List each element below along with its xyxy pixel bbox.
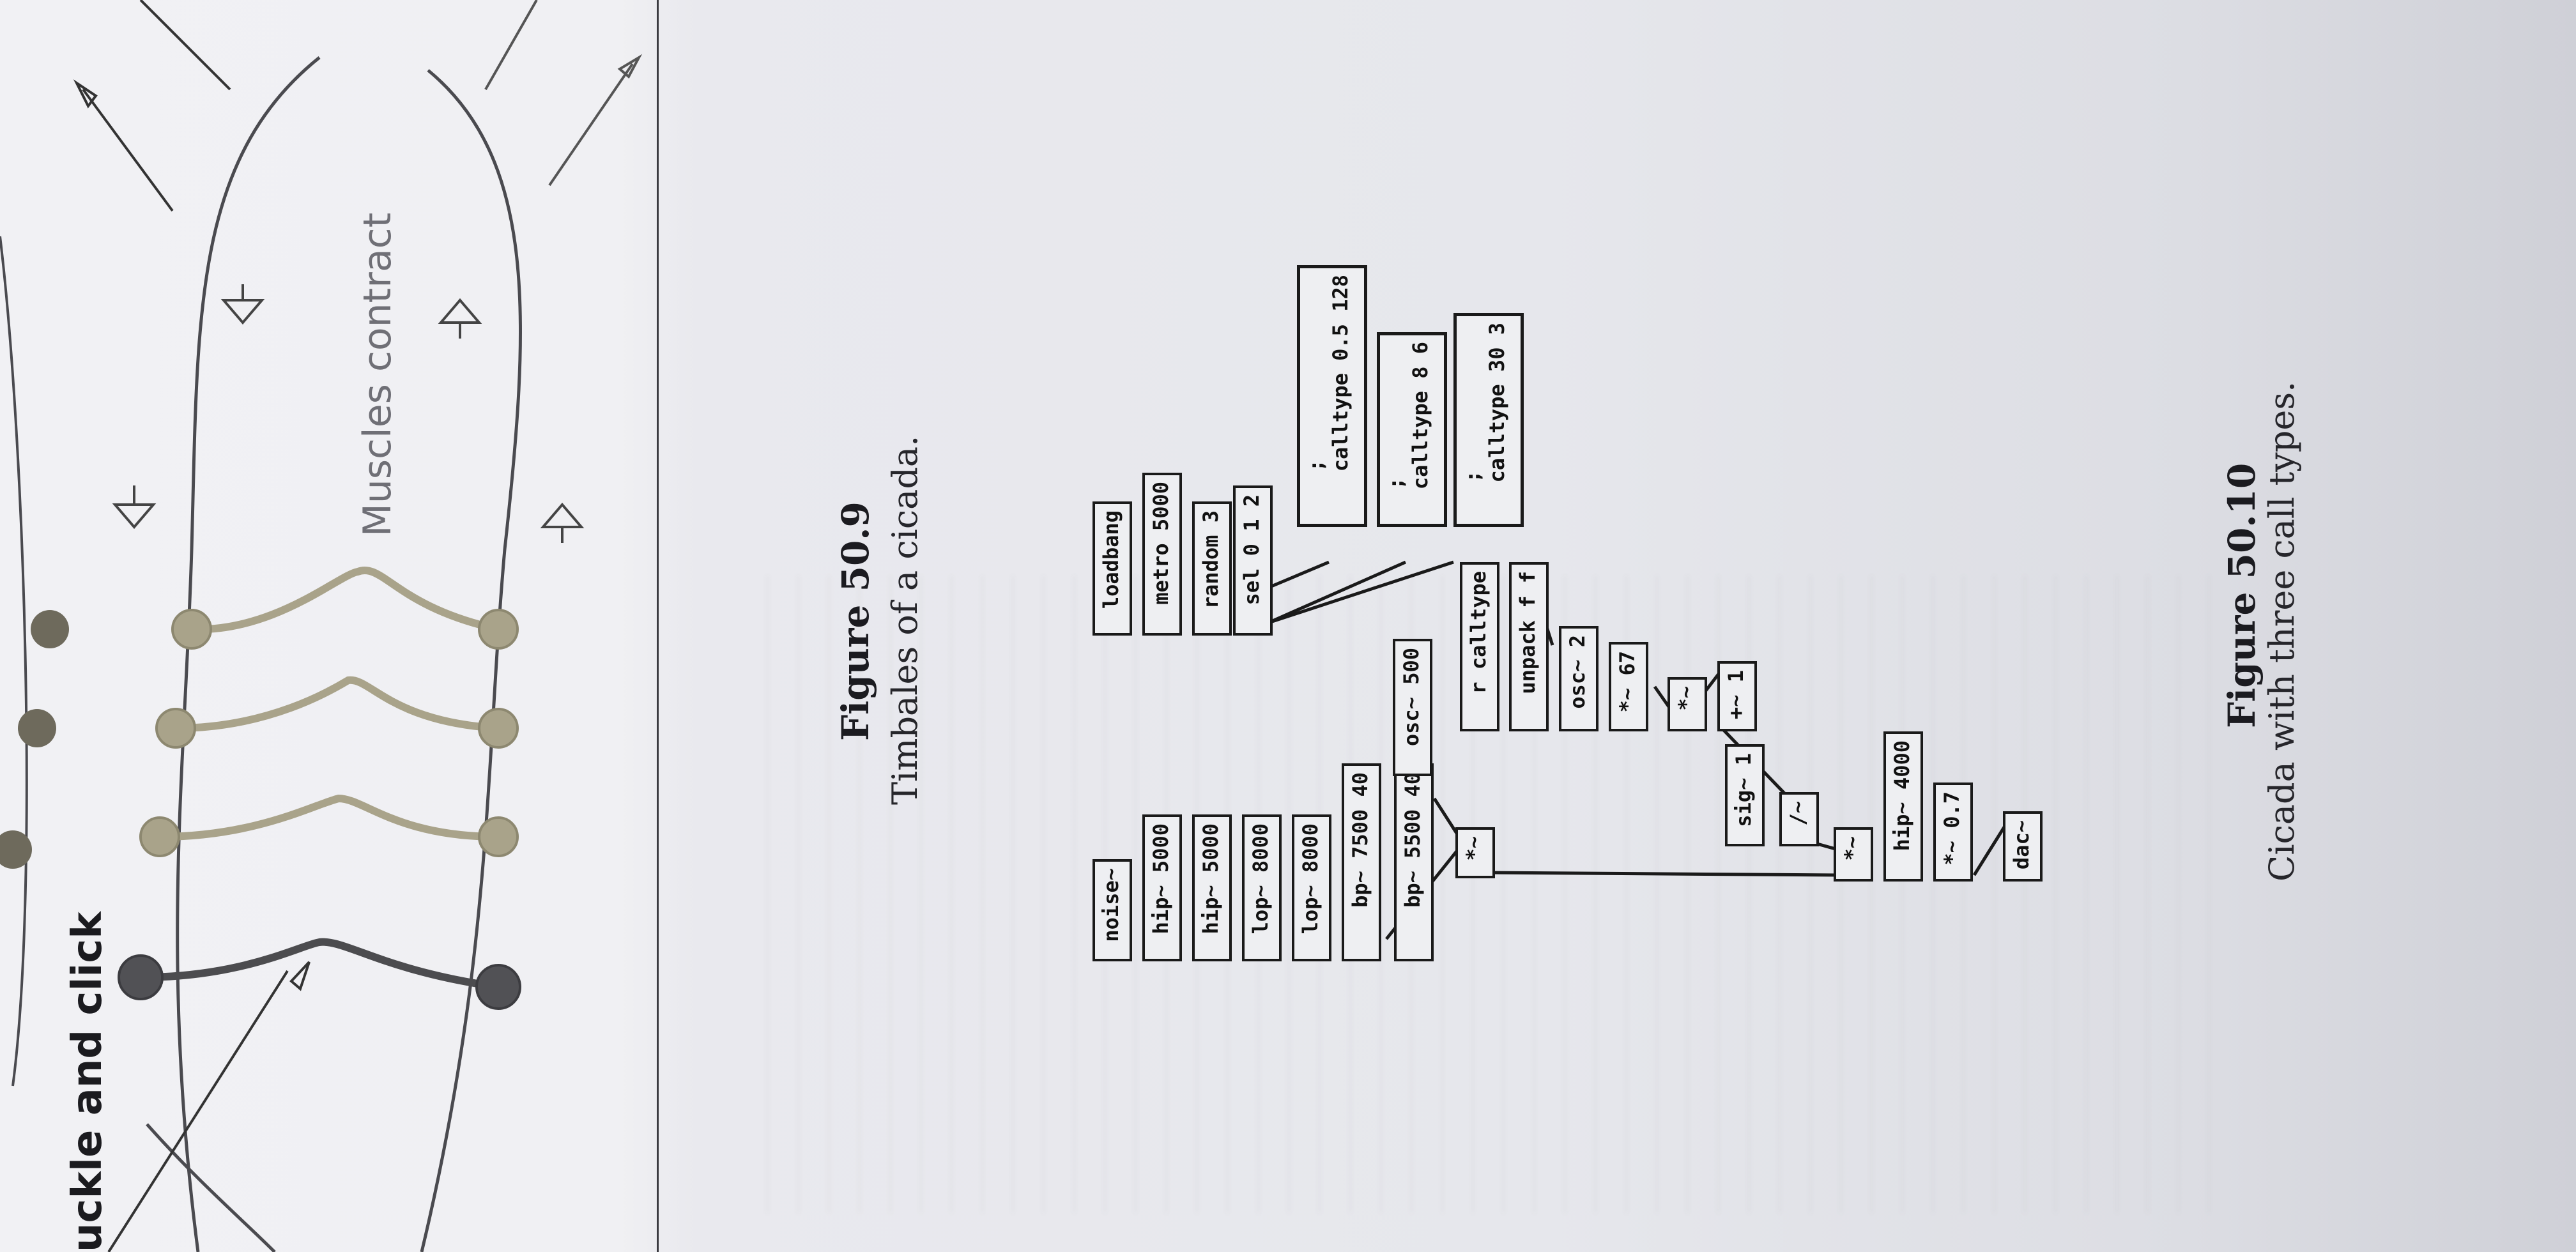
pd-object-multiply-c: *~ [1834, 827, 1873, 882]
pd-object-lop-8000-a: lop~ 8000 [1242, 814, 1282, 961]
pd-object-receive-calltype: r calltype [1460, 562, 1499, 731]
pd-object-metro: metro 5000 [1142, 473, 1182, 636]
pd-object-plus-1: +~ 1 [1717, 661, 1757, 731]
pd-object-lop-8000-b: lop~ 8000 [1292, 814, 1331, 961]
pd-message-calltype-8-6: ; calltype 8 6 [1377, 332, 1447, 527]
reverse-side-bleed [767, 575, 2236, 1214]
pd-object-divide: /~ [1779, 792, 1819, 846]
pd-object-sig-1: sig~ 1 [1725, 744, 1765, 846]
pd-object-hip-5000-b: hip~ 5000 [1192, 814, 1232, 961]
pd-object-unpack: unpack f f [1509, 562, 1549, 731]
page-divider [657, 0, 659, 1252]
pd-object-bp-7500: bp~ 7500 40 [1342, 763, 1381, 961]
pd-object-noise: noise~ [1092, 859, 1132, 961]
pd-object-sel: sel 0 1 2 [1233, 485, 1273, 636]
pd-object-multiply-67: *~ 67 [1609, 642, 1648, 731]
figure-50-10-caption: Cicada with three call types. [2262, 381, 2302, 882]
pd-object-osc-500: osc~ 500 [1393, 639, 1432, 776]
pd-object-multiply-a: *~ [1455, 827, 1495, 878]
figure-50-10-label: Figure 50.10 [2220, 462, 2264, 728]
pd-object-random: random 3 [1192, 501, 1232, 636]
pd-object-dac: dac~ [2003, 811, 2043, 882]
pd-object-loadbang: loadbang [1092, 501, 1132, 636]
pd-object-osc-2: osc~ 2 [1559, 626, 1598, 731]
pd-message-calltype-0-5-128: ; calltype 0.5 128 [1297, 265, 1367, 527]
pd-object-hip-4000: hip~ 4000 [1883, 731, 1923, 882]
pd-message-calltype-30-3: ; calltype 30 3 [1453, 313, 1524, 527]
pd-object-multiply-0-7: *~ 0.7 [1933, 782, 1973, 882]
pd-object-hip-5000-a: hip~ 5000 [1142, 814, 1182, 961]
pd-object-bp-5500: bp~ 5500 40 [1394, 763, 1434, 961]
pd-object-multiply-b: *~ [1667, 677, 1707, 731]
